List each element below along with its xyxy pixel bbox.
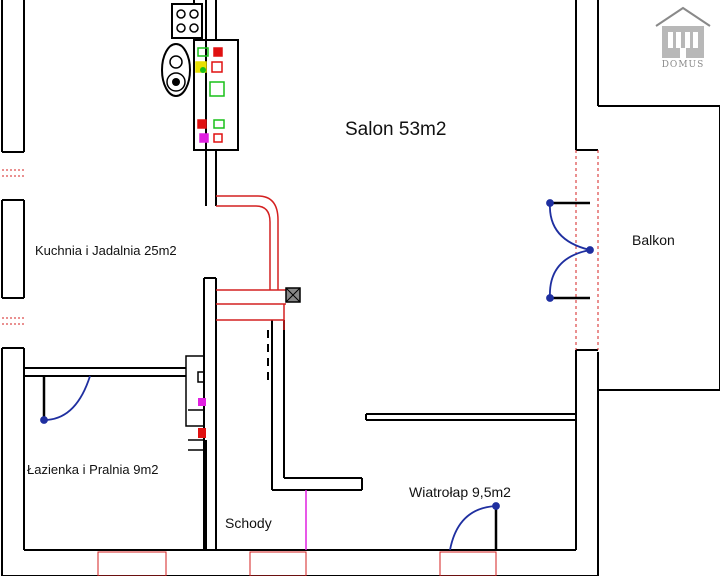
electrical-sockets — [195, 47, 225, 143]
room-label-stairs: Schody — [225, 515, 272, 531]
logo-text: DOMUS — [661, 60, 705, 70]
interior-walls — [24, 0, 576, 550]
windows — [2, 150, 599, 576]
sink-icon — [161, 43, 191, 97]
doors — [40, 199, 594, 551]
room-label-bathroom: Łazienka i Pralnia 9m2 — [27, 462, 159, 477]
bathroom-sockets — [185, 355, 206, 451]
house-logo-icon — [655, 6, 711, 58]
room-label-balcony: Balkon — [632, 232, 675, 248]
heating-pipes — [216, 195, 286, 330]
room-label-hall: Wiatrołap 9,5m2 — [409, 484, 511, 500]
room-label-kitchen: Kuchnia i Jadalnia 25m2 — [35, 243, 177, 258]
stove-icon — [171, 3, 203, 39]
room-label-salon: Salon 53m2 — [345, 119, 447, 140]
